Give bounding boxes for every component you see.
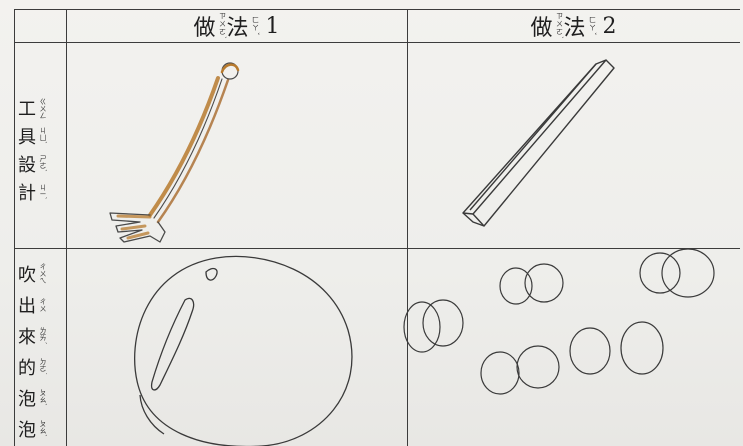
- grid-label-divider: [66, 9, 67, 446]
- label-han: 泡: [18, 388, 36, 410]
- label-char: 計 ㄐㄧˋ: [18, 178, 47, 206]
- label-zhuyin: ㄕㄜˋ: [39, 155, 47, 173]
- label-char: 來 ㄌㄞˊ: [18, 320, 47, 351]
- row-label-blown-bubbles: 吹 ㄔㄨㄟ 出 ㄔㄨ 來 ㄌㄞˊ 的 ㄉㄜ˙ 泡 ㄆㄠˋ 泡 ㄆㄠˋ: [18, 258, 66, 444]
- label-zhuyin: ㄉㄜ˙: [39, 357, 47, 376]
- header-zhuyin: ㄈㄚˇ: [251, 15, 260, 37]
- small-bubbles-icon: [403, 248, 715, 395]
- label-zhuyin: ㄔㄨ: [39, 297, 47, 312]
- grid-top-border: [14, 9, 740, 10]
- label-char: 具 ㄐㄩˋ: [18, 122, 47, 150]
- label-han: 泡: [18, 419, 36, 441]
- label-han: 計: [18, 183, 36, 204]
- label-zhuyin: ㄆㄠˋ: [39, 388, 47, 407]
- label-han: 出: [18, 295, 36, 317]
- header-zhuyin: ㄈㄚˇ: [588, 15, 597, 37]
- label-char: 出 ㄔㄨ: [18, 289, 47, 320]
- header-zhuyin: ㄗㄨㄛˋ: [218, 11, 227, 41]
- flat-strip-icon: [462, 59, 615, 227]
- column-header-method-2: 做 ㄗㄨㄛˋ 法 ㄈㄚˇ 2: [408, 10, 740, 42]
- header-number: 1: [265, 13, 281, 39]
- row-label-tool-design: 工 ㄍㄨㄥ 具 ㄐㄩˋ 設 ㄕㄜˋ 計 ㄐㄧˋ: [18, 94, 66, 206]
- label-char: 的 ㄉㄜ˙: [18, 351, 47, 382]
- label-han: 具: [18, 127, 36, 148]
- label-han: 工: [18, 99, 36, 120]
- label-zhuyin: ㄐㄧˋ: [39, 183, 47, 201]
- label-han: 吹: [18, 264, 36, 286]
- label-han: 設: [18, 155, 36, 176]
- label-han: 的: [18, 357, 36, 379]
- grid-left-border: [14, 9, 15, 446]
- header-char: 做: [530, 16, 554, 41]
- label-char: 泡 ㄆㄠˋ: [18, 382, 47, 413]
- label-char: 設 ㄕㄜˋ: [18, 150, 47, 178]
- header-char: 法: [563, 16, 587, 41]
- label-zhuyin: ㄍㄨㄥ: [39, 97, 47, 119]
- label-char: 吹 ㄔㄨㄟ: [18, 258, 47, 289]
- label-char: 泡 ㄆㄠˋ: [18, 413, 47, 444]
- header-char: 做: [193, 16, 217, 41]
- label-han: 來: [18, 326, 36, 348]
- label-char: 工 ㄍㄨㄥ: [18, 94, 47, 122]
- large-bubble-icon: [134, 255, 353, 446]
- grid-header-divider: [14, 42, 740, 43]
- label-zhuyin: ㄌㄞˊ: [39, 326, 47, 345]
- wand-with-hand-icon: [109, 62, 240, 243]
- label-zhuyin: ㄆㄠˋ: [39, 419, 47, 438]
- header-number: 2: [602, 13, 618, 39]
- label-zhuyin: ㄔㄨㄟ: [39, 263, 47, 284]
- header-zhuyin: ㄗㄨㄛˋ: [555, 11, 564, 41]
- grid-column-divider: [407, 9, 408, 446]
- column-header-method-1: 做 ㄗㄨㄛˋ 法 ㄈㄚˇ 1: [67, 10, 407, 42]
- label-zhuyin: ㄐㄩˋ: [39, 127, 47, 145]
- grid-row-divider: [14, 248, 740, 249]
- header-char: 法: [226, 16, 250, 41]
